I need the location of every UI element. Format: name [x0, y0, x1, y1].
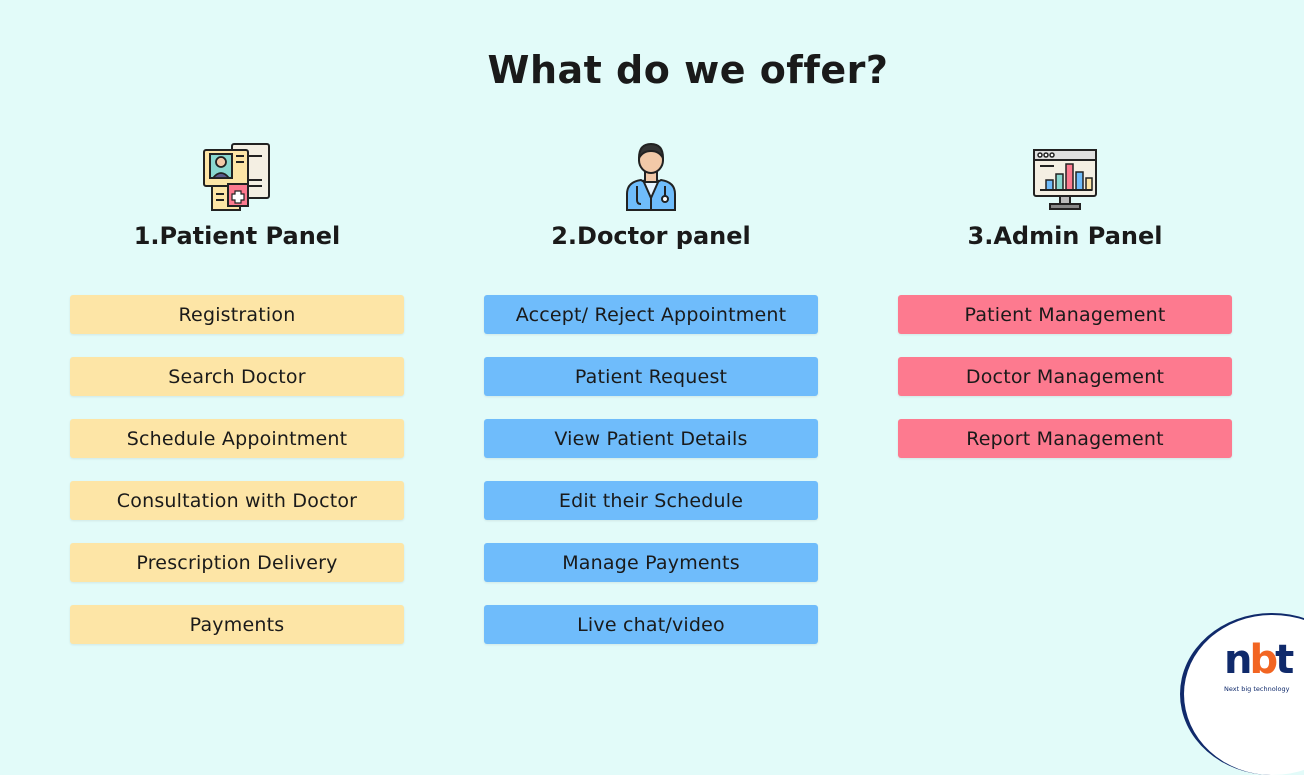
list-item: Consultation with Doctor [70, 481, 404, 520]
list-item: Payments [70, 605, 404, 644]
patient-record-icon [203, 143, 270, 211]
list-item: Doctor Management [898, 357, 1232, 396]
logo-tagline: Next big technology [1224, 685, 1290, 693]
logo-mark: nbt [1224, 637, 1294, 683]
patient-panel: 1.Patient Panel Registration Search Doct… [70, 140, 404, 644]
panel-title: 3.Admin Panel [967, 222, 1163, 250]
admin-panel: 3.Admin Panel Patient Management Doctor … [898, 140, 1232, 458]
brand-logo: nbt Next big technology [1180, 613, 1304, 775]
doctor-icon [626, 142, 676, 211]
list-item: Search Doctor [70, 357, 404, 396]
list-item: Edit their Schedule [484, 481, 818, 520]
list-item: Accept/ Reject Appointment [484, 295, 818, 334]
list-item: Patient Management [898, 295, 1232, 334]
doctor-panel: 2.Doctor panel Accept/ Reject Appointmen… [484, 140, 818, 644]
list-item: Schedule Appointment [70, 419, 404, 458]
list-item: Manage Payments [484, 543, 818, 582]
list-item: Live chat/video [484, 605, 818, 644]
panel-title: 1.Patient Panel [133, 222, 341, 250]
dashboard-monitor-icon [1033, 149, 1097, 210]
list-item: Registration [70, 295, 404, 334]
page-title: What do we offer? [487, 48, 889, 92]
list-item: Patient Request [484, 357, 818, 396]
panel-title: 2.Doctor panel [551, 222, 751, 250]
list-item: Prescription Delivery [70, 543, 404, 582]
list-item: Report Management [898, 419, 1232, 458]
list-item: View Patient Details [484, 419, 818, 458]
